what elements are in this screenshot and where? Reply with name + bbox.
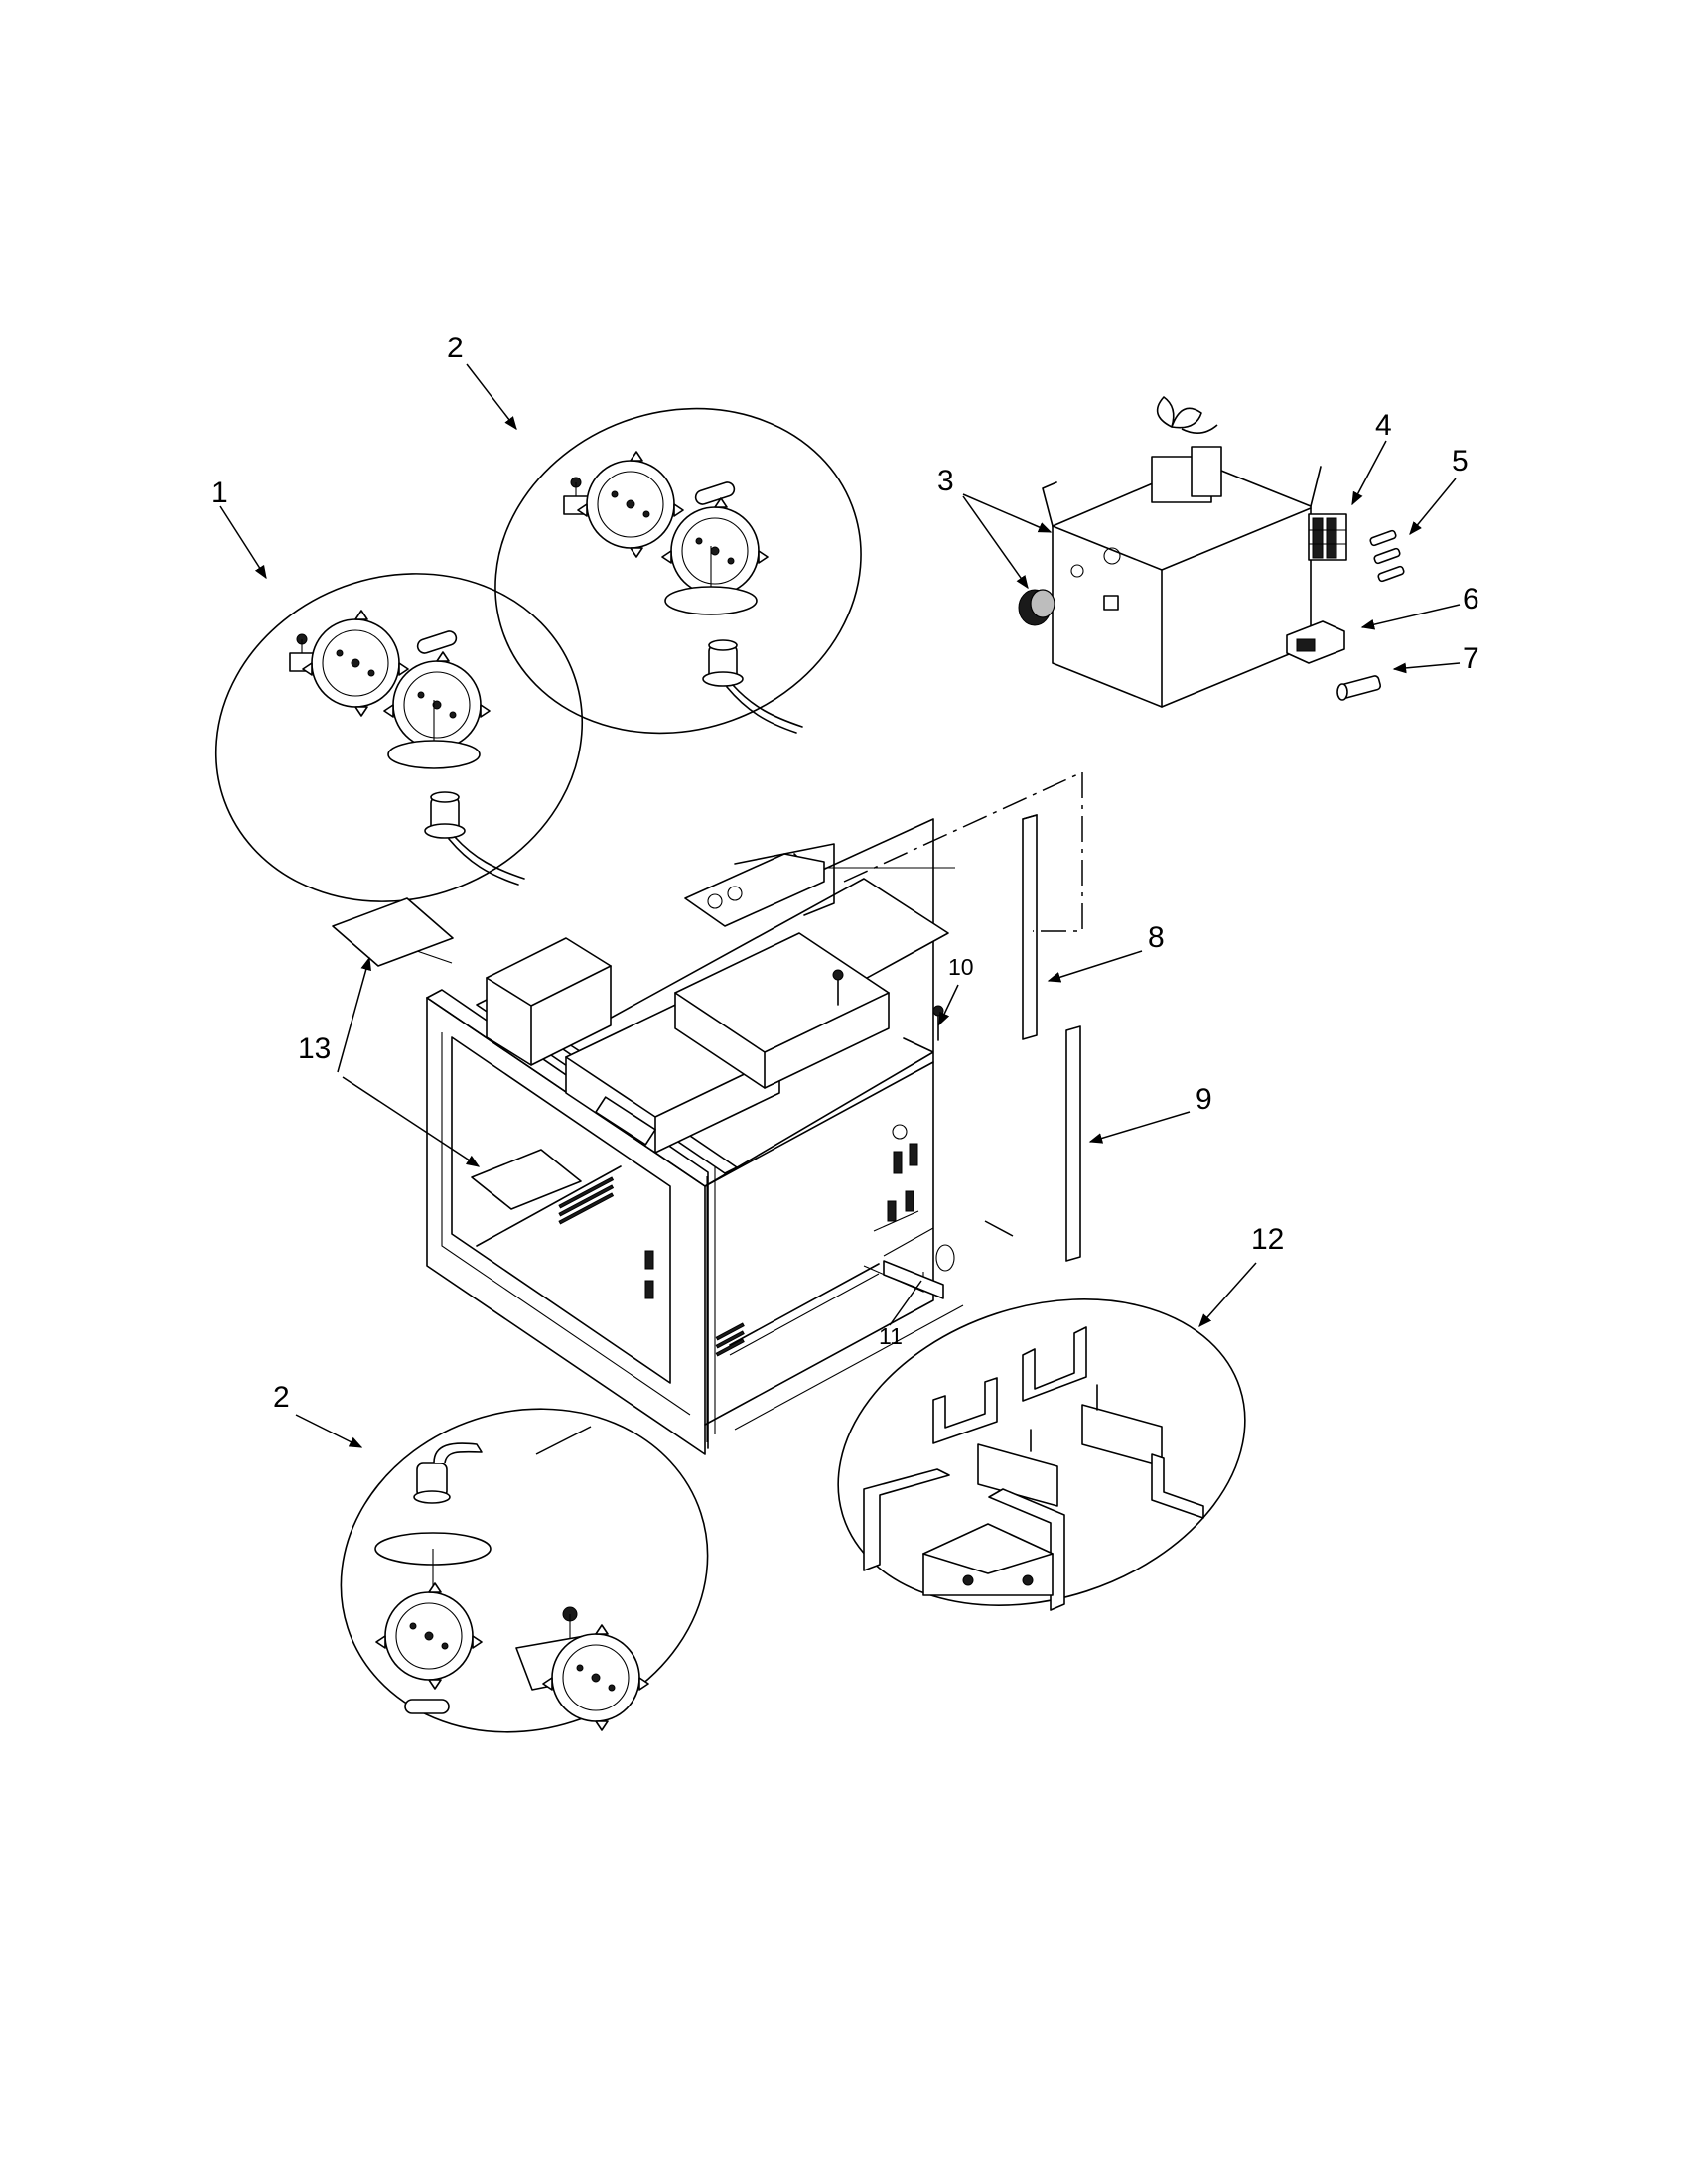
rack-slides [476,1165,880,1356]
gear-wheel [577,451,684,558]
burner-disc [374,1532,492,1624]
flat-bracket [1081,1404,1163,1467]
group-12-outline [837,1298,1246,1606]
fuse-holder [1286,620,1345,664]
igniter [702,639,803,734]
oven-cavity-frame [426,818,964,1455]
igniter [413,1442,483,1504]
trim-strip-9 [1065,1025,1081,1262]
group-2-lower-outline [340,1408,709,1733]
bracket-set-group-12 [837,1298,1246,1611]
l-bracket [863,1468,950,1571]
u-bracket [932,1377,998,1444]
callout-2-upper: 2 [447,332,464,364]
link-plate [416,630,458,654]
burner-assembly-group-2-lower [340,1408,709,1733]
burner-assembly-group-1 [214,573,584,902]
fuse [1336,675,1382,701]
callout-1: 1 [211,477,228,509]
callout-13: 13 [298,1032,331,1065]
leader-lines [219,363,1461,1448]
callout-2-lower: 2 [273,1381,290,1414]
fan-motor [1151,396,1222,503]
insulation-pad-13 [332,897,582,1210]
insulation-pad-top [332,897,454,967]
link-plate [694,481,736,505]
electrical-control-box [1018,396,1322,708]
callout-3: 3 [937,465,954,497]
cavity-window [451,1036,671,1384]
guide-line [1033,772,1083,932]
fuses-small [1369,529,1405,583]
link-plate [404,1699,450,1714]
insulation-pad-front [471,1149,582,1210]
trim-strip-8 [1022,814,1038,1040]
igniter [424,791,525,886]
gear-wheel [375,1582,483,1690]
support-channel-11 [883,1260,944,1299]
l-bracket [988,1488,1065,1611]
gear-wheel [302,610,409,717]
terminal-block [1308,513,1347,561]
rear-bracket [684,843,835,927]
corner-bracket [922,1523,1054,1596]
burner-assembly-group-2-upper [494,407,862,735]
callout-5: 5 [1452,445,1469,478]
group-2-upper-outline [494,407,862,735]
flat-bracket [977,1443,1058,1507]
cable-gland [1018,589,1055,626]
callout-4: 4 [1375,409,1392,442]
callout-9: 9 [1196,1083,1212,1116]
callout-7: 7 [1463,642,1479,675]
group-1-outline [214,573,584,902]
u-bracket [1022,1326,1087,1402]
callout-12: 12 [1251,1223,1284,1256]
transformer-block [486,937,612,1066]
callout-10: 10 [948,954,974,980]
guide-line [843,771,1083,883]
callout-11: 11 [879,1323,903,1349]
callout-8: 8 [1148,921,1165,954]
l-bracket [1151,1453,1204,1519]
callout-labels: 1 2 2 3 4 5 6 7 8 9 10 11 12 13 [211,332,1479,1414]
callout-6: 6 [1463,583,1479,615]
